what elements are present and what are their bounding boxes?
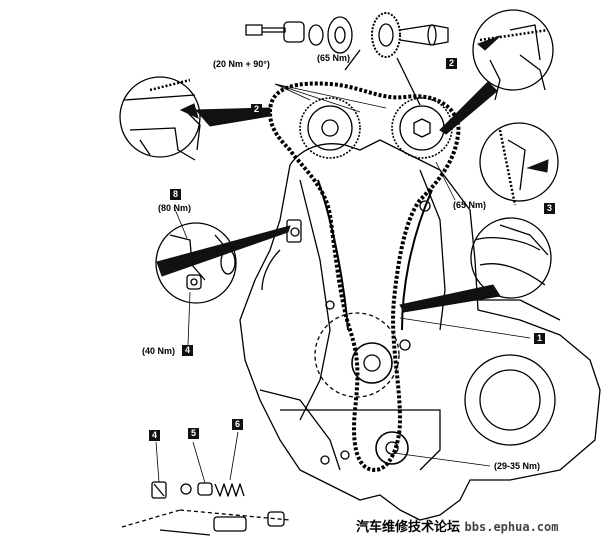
detail-view-tensioner <box>155 222 237 304</box>
torque-label-tensioner-bolt: (80 Nm) <box>158 203 192 213</box>
watermark-site-name: 汽车维修技术论坛 <box>356 520 461 535</box>
exploded-camshaft-parts <box>245 12 449 106</box>
watermark: 汽车维修技术论坛 bbs.ephua.com <box>356 516 558 535</box>
callout-badge-2-right: 2 <box>446 58 457 69</box>
chain-guide-right <box>401 189 433 331</box>
torque-label-crank-sprocket: (29-35 Nm) <box>494 461 541 471</box>
right-camshaft-sprocket <box>391 97 453 159</box>
callout-badge-4-parts: 4 <box>149 430 160 441</box>
watermark-url: bbs.ephua.com <box>464 520 559 534</box>
lower-sprocket <box>375 431 409 465</box>
torque-label-sprocket-right: (65 Nm) <box>453 200 487 210</box>
callout-badge-4-tensioner: 4 <box>182 345 193 356</box>
chain-guide-left <box>317 179 349 331</box>
callout-badge-6: 6 <box>232 419 243 430</box>
detail-view-right-middle <box>479 122 559 202</box>
callout-badge-3: 3 <box>544 203 555 214</box>
callout-badge-5: 5 <box>188 428 199 439</box>
detail-view-top-left <box>119 76 201 158</box>
detail-pointers <box>156 35 549 313</box>
engine-block-outline <box>239 139 601 521</box>
detail-view-top-right <box>472 9 554 91</box>
callout-badge-8: 8 <box>170 189 181 200</box>
torque-label-tensioner-base: (40 Nm) <box>142 346 176 356</box>
torque-label-sprocket-top: (65 Nm) <box>317 53 351 63</box>
exploded-tensioner-parts <box>121 481 291 536</box>
crank-sprocket <box>351 342 393 384</box>
detail-view-right-lower <box>470 217 552 299</box>
torque-label-camshaft-bolt: (20 Nm + 90°) <box>213 59 270 69</box>
callout-badge-1: 1 <box>534 333 545 344</box>
left-camshaft-sprocket <box>299 97 361 159</box>
timing-chain <box>268 81 461 472</box>
callout-badge-2-left: 2 <box>251 104 262 115</box>
